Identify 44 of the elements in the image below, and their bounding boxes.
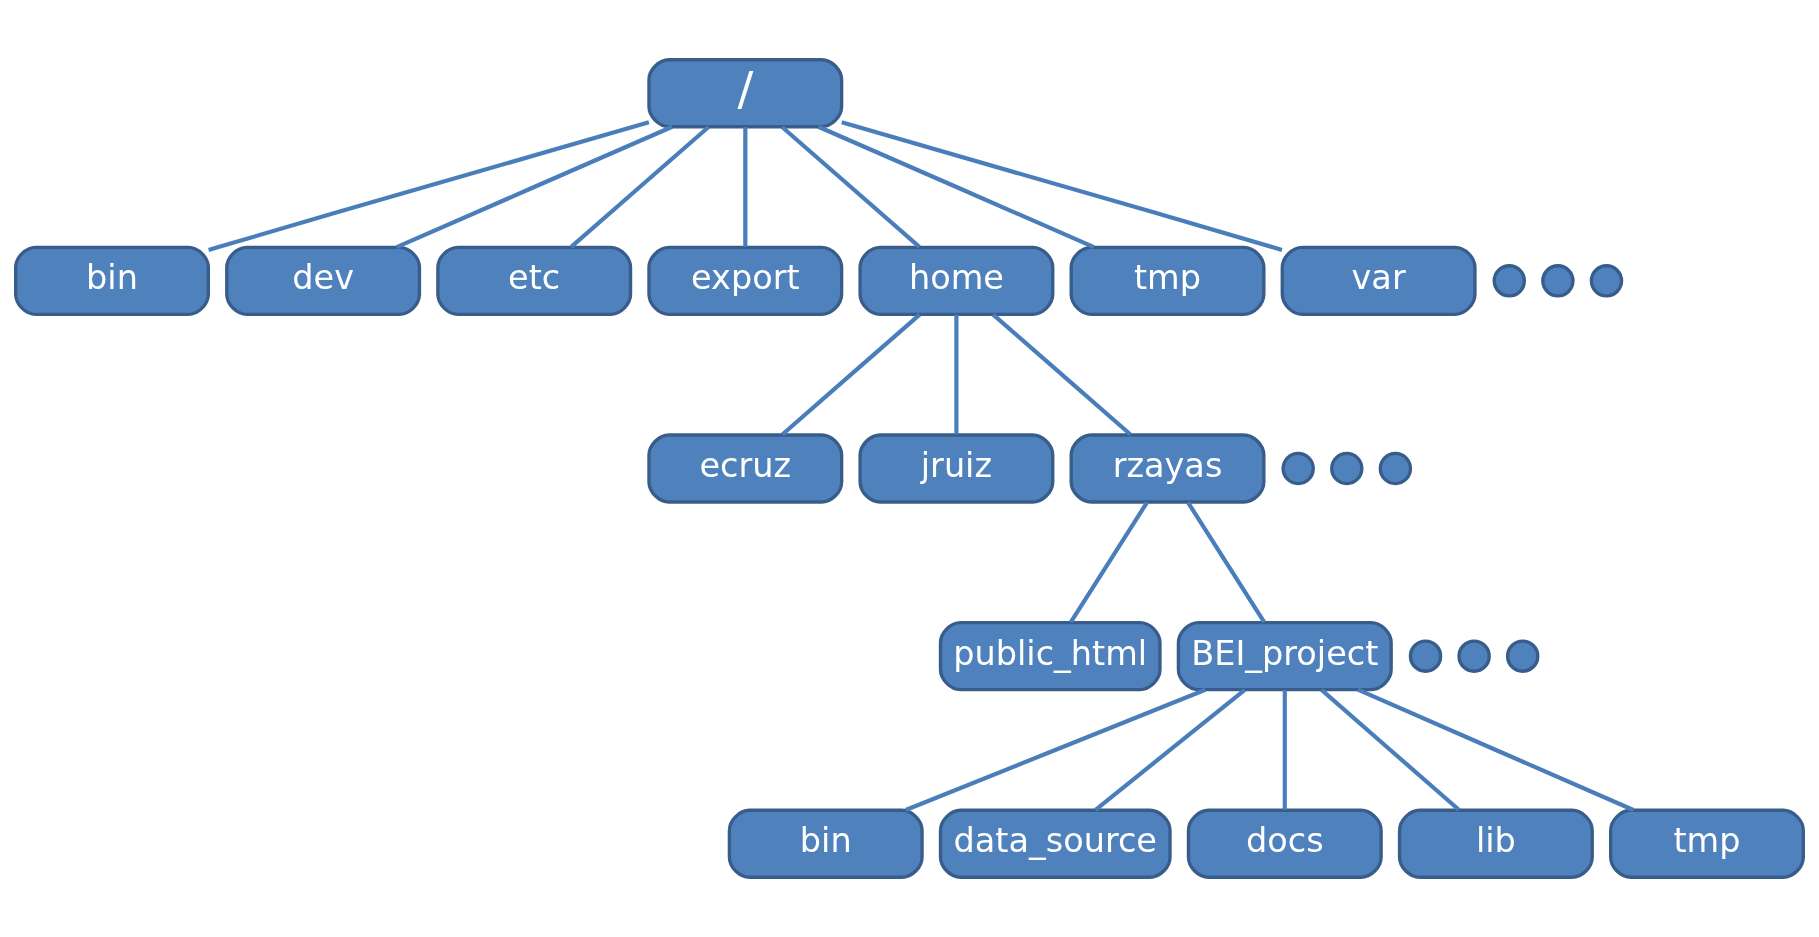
node-circle <box>1457 639 1491 673</box>
connector <box>395 124 674 249</box>
node-circle <box>1408 639 1443 673</box>
node-circle <box>1541 264 1575 298</box>
connector <box>569 125 710 249</box>
connector <box>841 120 1283 252</box>
node-box: export <box>647 245 844 317</box>
node-box: tmp <box>1609 808 1805 879</box>
connector <box>1320 688 1461 812</box>
node-box: public_html <box>938 620 1162 692</box>
node-box: tmp <box>1069 245 1266 317</box>
connector <box>991 313 1132 437</box>
node-circle <box>1378 451 1413 486</box>
connector <box>208 120 650 252</box>
node-box: / <box>647 58 844 129</box>
node-box: etc <box>436 245 633 317</box>
connector <box>904 687 1207 812</box>
node-circle <box>1281 451 1315 486</box>
node-circle <box>1505 639 1540 673</box>
connector <box>1186 501 1266 624</box>
connector <box>954 314 959 435</box>
node-box: docs <box>1186 808 1383 879</box>
connector <box>780 125 921 249</box>
connector <box>1282 689 1287 810</box>
connector <box>743 127 748 247</box>
node-box: lib <box>1397 808 1594 879</box>
node-box: bin <box>727 808 924 879</box>
connector <box>781 313 922 437</box>
connector <box>1357 687 1635 812</box>
node-box: home <box>858 245 1055 317</box>
connector <box>817 124 1095 249</box>
node-box: dev <box>225 245 422 317</box>
node-box: var <box>1280 245 1477 317</box>
connector <box>1069 501 1149 624</box>
node-circle <box>1589 264 1624 298</box>
node-box: bin <box>14 245 210 317</box>
node-circle <box>1492 264 1527 298</box>
node-box: BEI_project <box>1176 620 1393 692</box>
node-circle <box>1330 451 1364 486</box>
node-box: data_source <box>938 808 1172 879</box>
node-box: rzayas <box>1069 433 1266 504</box>
node-box: ecruz <box>647 433 844 504</box>
node-box: jruiz <box>858 433 1055 504</box>
connector <box>1094 688 1247 812</box>
